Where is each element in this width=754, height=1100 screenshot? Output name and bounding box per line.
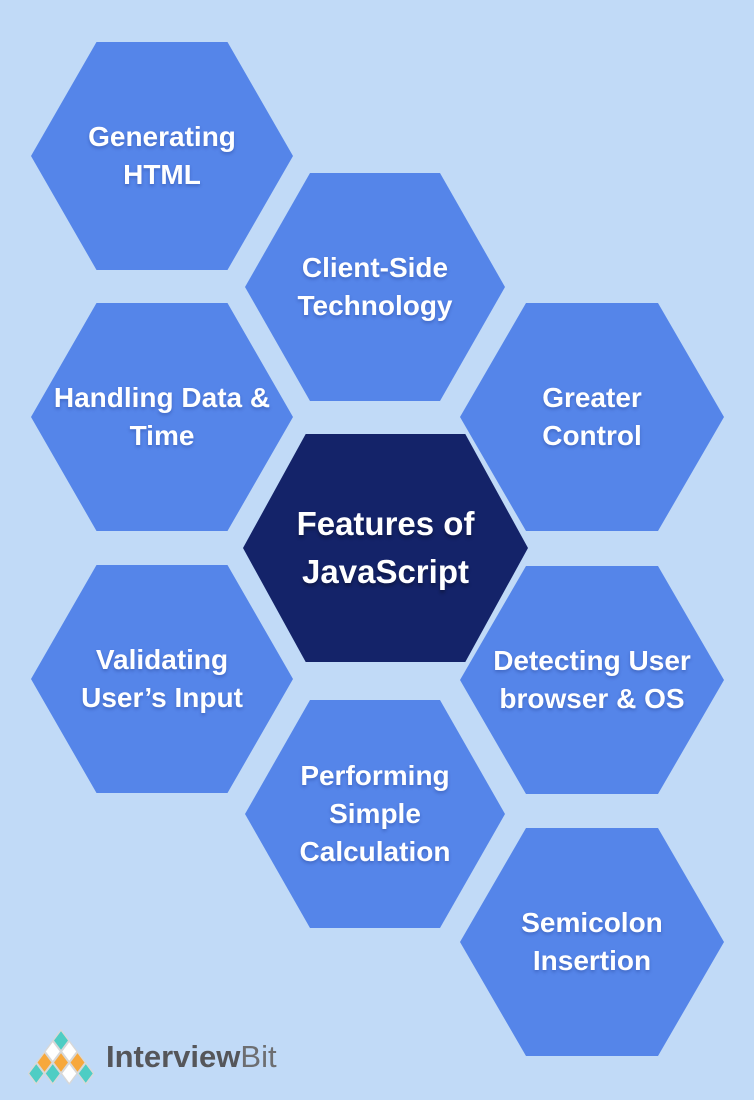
label-line: browser & OS (499, 683, 685, 714)
label-line: Performing (300, 760, 450, 791)
label-line: Detecting User (493, 645, 691, 676)
interviewbit-logo: InterviewBit (28, 1026, 277, 1088)
label-line: Client-Side (301, 252, 449, 283)
wordmark-bit: Bit (240, 1039, 277, 1074)
label-line: Control (542, 420, 642, 451)
hexagon-label: Handling Data & Time (31, 379, 293, 455)
label-line: Generating (88, 121, 236, 152)
hexagon-semicolon-insertion: Semicolon Insertion (460, 828, 724, 1056)
label-line: Technology (297, 290, 453, 321)
title-line: Features of (296, 505, 475, 542)
label-line: Time (129, 420, 195, 451)
hexagon-label: Validating User’s Input (31, 641, 293, 717)
hexagon-label: Generating HTML (31, 118, 293, 194)
interviewbit-diamond-pyramid-icon (28, 1028, 94, 1085)
hexagon-label: Greater Control (460, 379, 724, 455)
hexagon-generating-html: Generating HTML (31, 42, 293, 270)
label-line: Semicolon (521, 907, 663, 938)
hexagon-label: Semicolon Insertion (460, 904, 724, 980)
label-line: User’s Input (81, 682, 243, 713)
title-line: JavaScript (302, 553, 469, 590)
hexagon-features-of-javascript-title: Features of JavaScript (243, 434, 528, 662)
label-line: Calculation (299, 836, 451, 867)
infographic-title: Features of JavaScript (243, 500, 528, 596)
label-line: HTML (123, 159, 201, 190)
hexagon-handling-data-and-time: Handling Data & Time (31, 303, 293, 531)
hexagon-greater-control: Greater Control (460, 303, 724, 531)
hexagon-client-side-technology: Client-Side Technology (245, 173, 505, 401)
hexagon-detecting-user-browser-and-os: Detecting User browser & OS (460, 566, 724, 794)
hexagon-performing-simple-calculation: Performing Simple Calculation (245, 700, 505, 928)
label-line: Simple (329, 798, 421, 829)
label-line: Greater (542, 382, 642, 413)
hexagon-label: Performing Simple Calculation (245, 757, 505, 871)
hexagon-label: Detecting User browser & OS (460, 642, 724, 718)
label-line: Handling Data & (53, 382, 271, 413)
wordmark-interview: Interview (106, 1039, 241, 1074)
hexagon-validating-users-input: Validating User’s Input (31, 565, 293, 793)
interviewbit-wordmark: InterviewBit (106, 1039, 277, 1075)
label-line: Validating (95, 644, 229, 675)
hexagon-label: Client-Side Technology (245, 249, 505, 325)
label-line: Insertion (532, 945, 652, 976)
